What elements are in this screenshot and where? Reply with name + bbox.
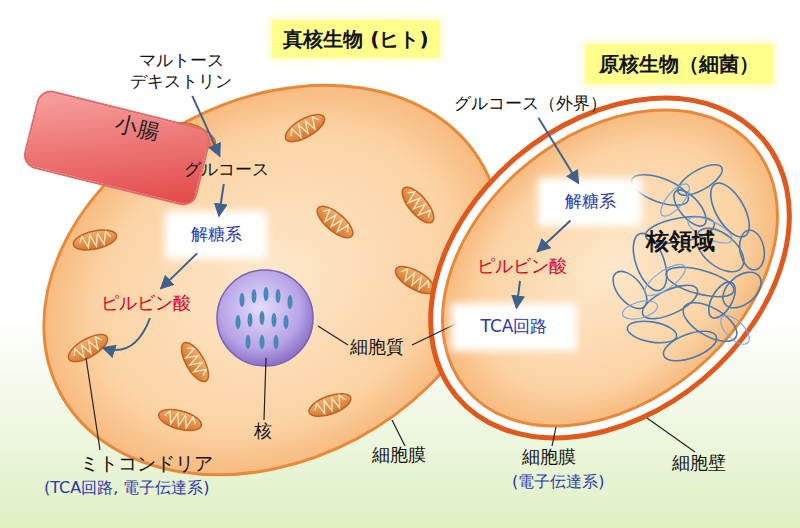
region-label: 核領域 xyxy=(646,228,715,256)
intestine-box: 小腸 xyxy=(21,88,213,209)
pathway-box: TCA回路 xyxy=(458,310,570,344)
cell-wall xyxy=(364,28,800,507)
flow-arrow xyxy=(538,118,578,184)
node-text: グルコース（外界） xyxy=(454,93,607,114)
flow-arrow xyxy=(517,281,521,308)
pathway-box: 解糖系 xyxy=(545,185,635,219)
function-note: (TCA回路, 電子伝達系) xyxy=(44,478,210,497)
flow-arrow xyxy=(161,253,197,288)
node-text: ピルビン酸 xyxy=(101,292,191,315)
node-text: 原核生物（細菌） xyxy=(599,52,759,77)
node-text: 小腸 xyxy=(113,109,162,146)
mitochondrion xyxy=(306,389,354,421)
eukaryote-cell xyxy=(0,8,568,528)
part-label: 核 xyxy=(254,420,272,442)
node-text: ピルビン酸 xyxy=(477,255,567,278)
prokaryote-membrane xyxy=(380,45,800,490)
function-note: (電子伝達系) xyxy=(512,472,604,491)
molecule-text: ピルビン酸 xyxy=(92,290,200,316)
heading-box: 原核生物（細菌） xyxy=(585,44,773,84)
molecule-text: グルコース（外界） xyxy=(452,92,608,116)
node-text: 解糖系 xyxy=(565,191,616,212)
node-text: 真核生物 (ヒト) xyxy=(283,27,428,52)
heading-box: 真核生物 (ヒト) xyxy=(272,20,440,58)
mitochondrion xyxy=(72,227,119,254)
pyruvate-arrow xyxy=(104,318,150,350)
node-text: マルトース デキストリン xyxy=(122,50,240,93)
mitochondrion xyxy=(281,109,328,147)
mitochondrion xyxy=(156,406,203,435)
mitochondrion xyxy=(312,201,357,243)
molecule-text: グルコース xyxy=(178,158,274,182)
part-label: 細胞壁 xyxy=(672,452,726,474)
leader-line xyxy=(86,318,695,452)
nucleus xyxy=(217,270,313,366)
part-label: 細胞膜 xyxy=(522,446,576,468)
sugar-text: マルトース デキストリン xyxy=(122,48,240,94)
mitochondrion xyxy=(176,338,214,385)
part-label: 細胞膜 xyxy=(372,444,426,466)
molecule-text: ピルビン酸 xyxy=(468,253,576,279)
part-label: 細胞質 xyxy=(350,336,404,358)
flow-arrow xyxy=(537,220,570,251)
nucleoid xyxy=(621,180,755,350)
node-text: グルコース xyxy=(184,159,269,180)
flow-arrow xyxy=(192,96,219,156)
flow-arrow xyxy=(219,184,224,216)
node-text: 解糖系 xyxy=(191,224,242,245)
part-label: ミトコンドリア xyxy=(80,452,213,475)
pathway-box: 解糖系 xyxy=(172,218,260,252)
node-text: TCA回路 xyxy=(481,316,548,337)
mitochondrion xyxy=(397,182,439,227)
